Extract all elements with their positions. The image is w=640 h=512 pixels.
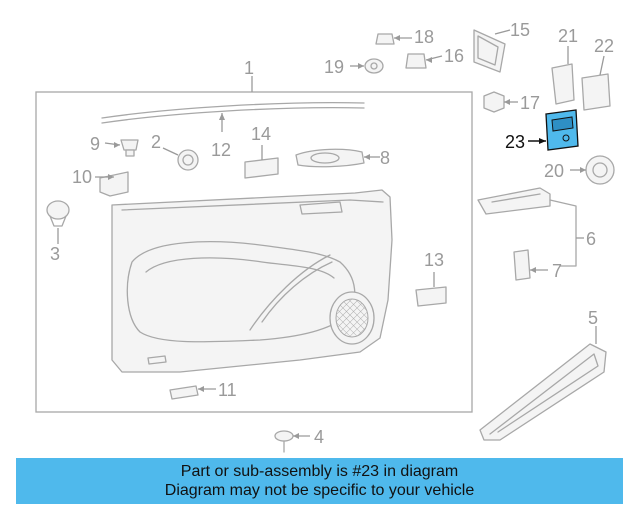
grommet-part-2 [162, 147, 199, 171]
window-switch-part-23[interactable] [528, 109, 579, 151]
inner-handle-part-8 [295, 148, 380, 168]
screw-part-4 [274, 430, 310, 453]
callout-16: 16 [444, 46, 464, 66]
bracket-part-10 [95, 171, 129, 197]
info-banner: Part or sub-assembly is #23 in diagram D… [16, 458, 623, 504]
callout-3: 3 [50, 244, 60, 264]
nut-part-16 [405, 53, 443, 69]
callout-15: 15 [510, 20, 530, 40]
switch-part-22 [581, 55, 611, 111]
clip-part-9 [104, 139, 139, 157]
callout-7: 7 [552, 261, 562, 281]
callout-20: 20 [544, 161, 564, 181]
clip-part-14 [244, 145, 279, 179]
callout-11: 11 [218, 380, 237, 400]
callout-19: 19 [324, 57, 344, 77]
banner-line-1: Part or sub-assembly is #23 in diagram [180, 463, 459, 480]
callout-10: 10 [72, 167, 92, 187]
callout-22: 22 [594, 36, 614, 56]
door-trim-panel [111, 189, 393, 373]
bracket-part-7 [513, 249, 548, 281]
callout-21: 21 [558, 26, 578, 46]
clip-part-13 [415, 272, 447, 307]
push-pin-part-3 [46, 200, 70, 244]
mirror-cover-part-15 [473, 29, 511, 73]
cover-part-11 [169, 385, 216, 400]
trim-strip-part-5 [479, 326, 607, 441]
washer-part-19 [350, 58, 384, 74]
door-panel-frame [35, 76, 473, 413]
callout-17: 17 [520, 93, 540, 113]
callout-14: 14 [251, 124, 271, 144]
callout-12: 12 [211, 140, 231, 160]
callout-2: 2 [151, 132, 161, 152]
nut-part-18 [375, 33, 412, 45]
callout-5: 5 [588, 308, 598, 328]
belt-weatherstrip [101, 102, 365, 132]
speaker-grille [329, 291, 375, 345]
armrest-part-6 [477, 187, 584, 267]
callout-8: 8 [380, 148, 390, 168]
switch-part-21 [551, 46, 575, 105]
callout-9: 9 [90, 134, 100, 154]
grommet-part-20 [570, 155, 615, 185]
nut-part-17 [483, 91, 518, 113]
callout-13: 13 [424, 250, 444, 270]
banner-line-2: Diagram may not be specific to your vehi… [164, 482, 475, 499]
callout-18: 18 [414, 27, 434, 47]
callout-23: 23 [505, 132, 525, 152]
callout-4: 4 [314, 427, 324, 447]
callout-1: 1 [244, 58, 254, 78]
callout-6: 6 [586, 229, 596, 249]
